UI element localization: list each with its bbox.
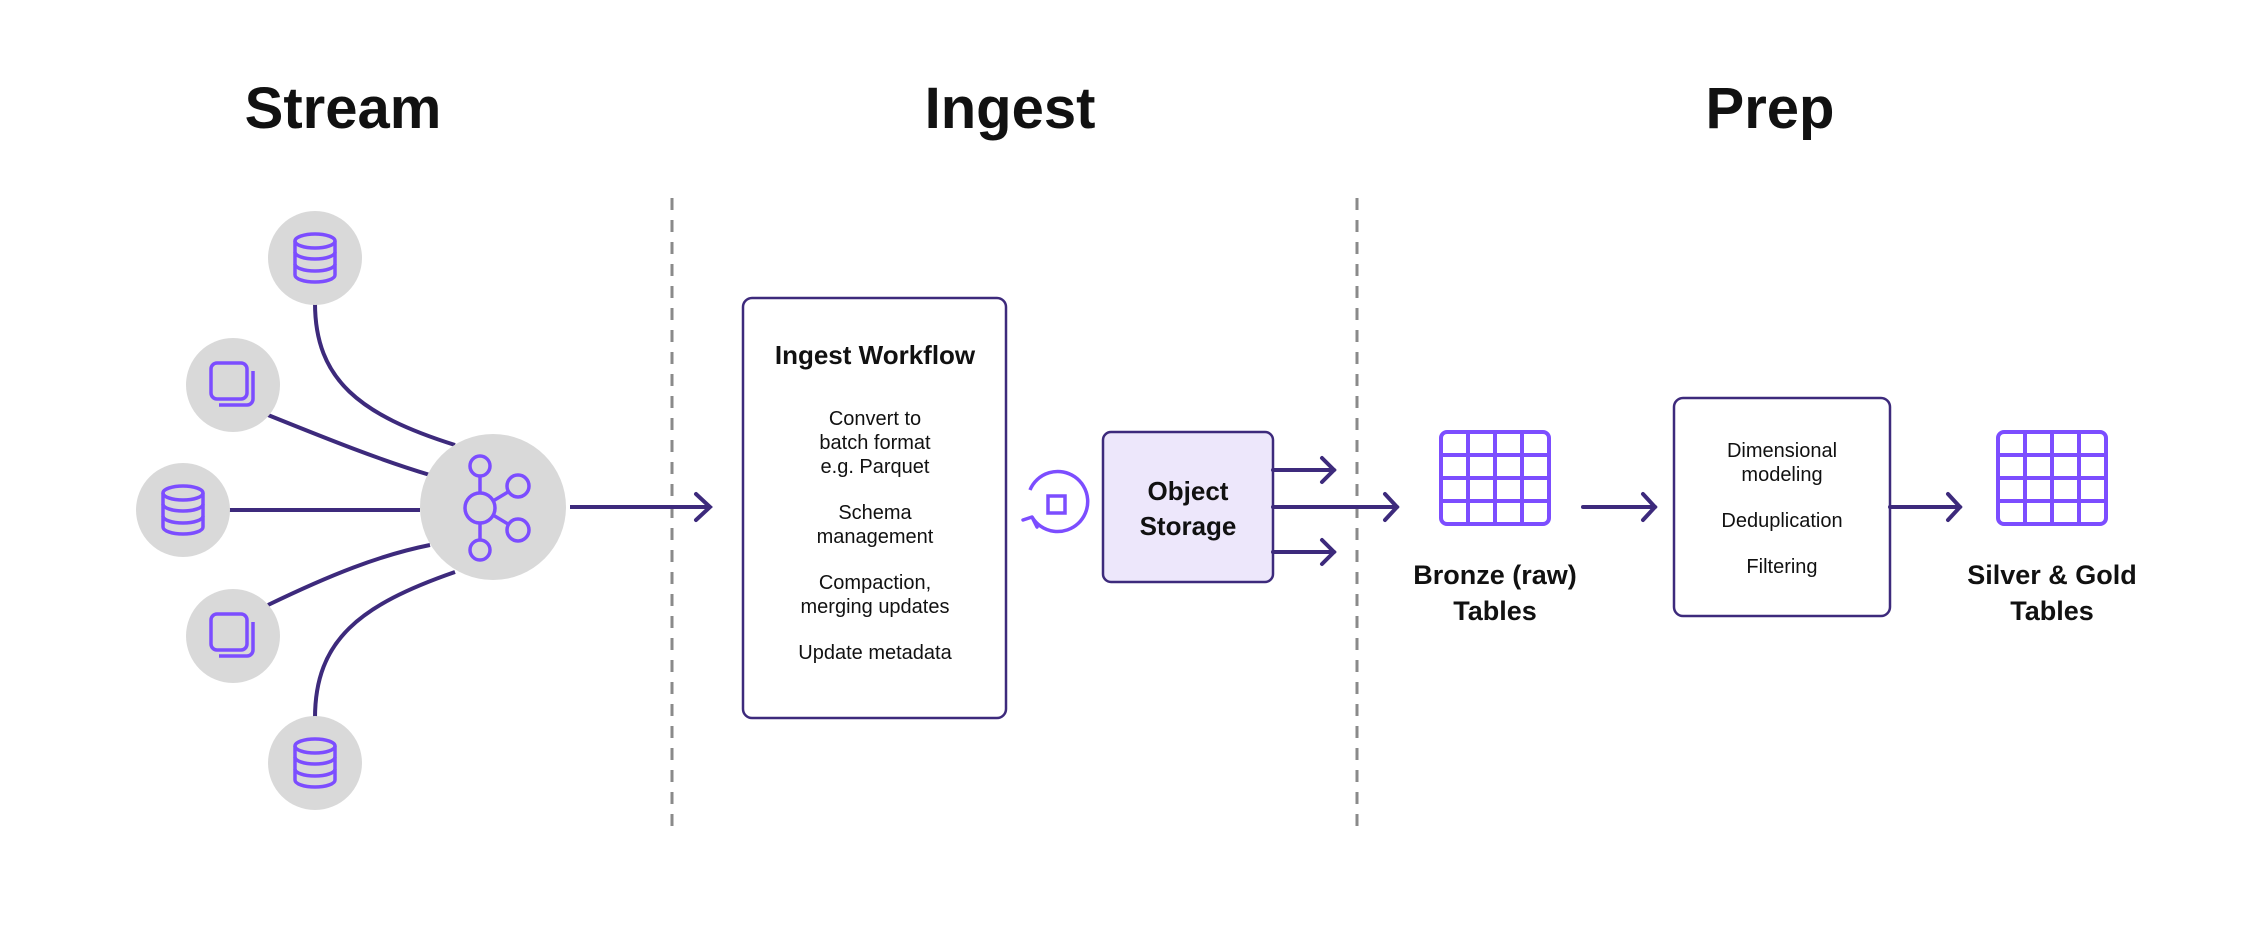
source-database-1	[268, 211, 362, 305]
prep-step-dimensional-line1: Dimensional	[1727, 440, 1837, 462]
silver-gold-label-line2: Tables	[2010, 596, 2094, 626]
ingest-step-convert-line2: batch format	[819, 432, 931, 454]
connector-source-1	[313, 302, 456, 447]
connector-source-2	[267, 413, 431, 477]
ingest-step-compaction-line1: Compaction,	[819, 572, 931, 594]
ingest-step-compaction-line2: merging updates	[801, 596, 950, 618]
hub-network-icon	[463, 454, 531, 562]
ingest-step-convert-line3: e.g. Parquet	[821, 456, 930, 478]
prep-step-deduplication: Deduplication	[1721, 510, 1842, 532]
stream-hub	[420, 434, 566, 580]
source-copy-1	[186, 338, 280, 432]
object-storage-box: Object Storage	[1101, 430, 1275, 584]
prep-steps-box: Dimensional modeling Deduplication Filte…	[1672, 396, 1892, 618]
prep-step-dimensional-line2: modeling	[1741, 464, 1822, 486]
object-storage-label-line2: Storage	[1140, 511, 1237, 541]
arrow-prep-to-silver	[1888, 492, 1963, 522]
bronze-label-line2: Tables	[1453, 596, 1537, 626]
cycle-icon	[1021, 469, 1090, 534]
source-database-2	[136, 463, 230, 557]
silver-gold-tables: Silver & Gold Tables	[1967, 430, 2137, 626]
ingest-workflow-title: Ingest Workflow	[775, 340, 976, 370]
ingest-heading: Ingest	[925, 76, 1096, 141]
arrow-bronze-to-prep	[1581, 492, 1658, 522]
bronze-tables: Bronze (raw) Tables	[1413, 430, 1577, 626]
connector-source-4	[267, 543, 431, 607]
ingest-workflow-box: Ingest Workflow Convert to batch format …	[741, 296, 1008, 720]
stream-heading: Stream	[245, 76, 442, 141]
connector-source-5	[313, 570, 456, 719]
silver-gold-label-line1: Silver & Gold	[1967, 560, 2137, 590]
table-grid-icon	[1996, 430, 2108, 526]
bronze-label-line1: Bronze (raw)	[1413, 560, 1577, 590]
ingest-step-convert-line1: Convert to	[829, 408, 921, 430]
ingest-step-metadata: Update metadata	[798, 642, 952, 664]
ingest-step-schema-line2: management	[817, 526, 934, 548]
source-copy-2	[186, 589, 280, 683]
object-storage-label-line1: Object	[1148, 476, 1229, 506]
prep-heading: Prep	[1706, 76, 1835, 141]
ingest-step-schema-line1: Schema	[838, 502, 912, 524]
source-connectors	[228, 302, 456, 719]
source-database-3	[268, 716, 362, 810]
object-storage-arrows	[1271, 456, 1400, 566]
prep-step-filtering: Filtering	[1746, 556, 1817, 578]
arrow-hub-to-ingest	[570, 492, 713, 522]
table-grid-icon	[1439, 430, 1551, 526]
